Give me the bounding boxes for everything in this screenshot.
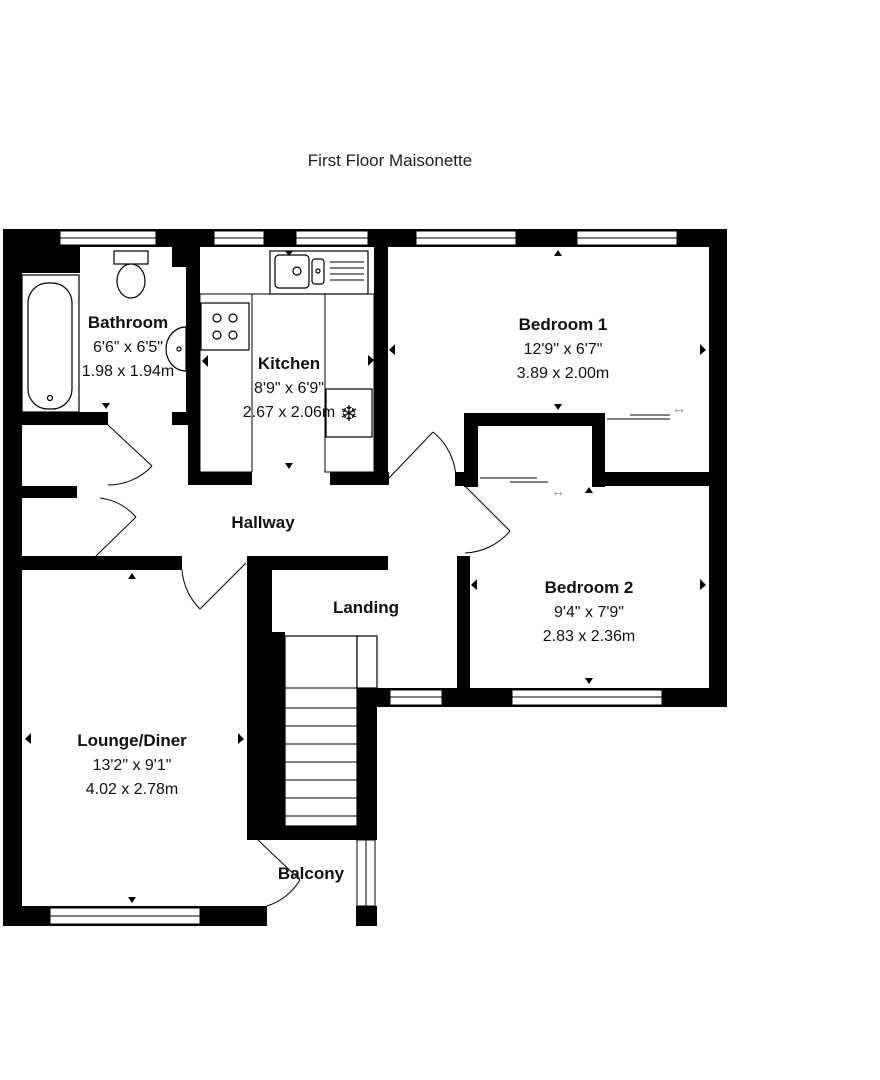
room-hallway: Hallway bbox=[231, 513, 295, 532]
room-name: Kitchen bbox=[258, 354, 320, 373]
svg-text:↔: ↔ bbox=[551, 483, 565, 499]
room-dimensions-metric: 2.67 x 2.06m bbox=[243, 404, 336, 421]
room-bathroom: Bathroom 6'6" x 6'5" 1.98 x 1.94m bbox=[82, 313, 175, 380]
window-icon bbox=[49, 230, 678, 925]
room-dimensions-imperial: 9'4" x 7'9" bbox=[554, 604, 624, 621]
room-dimensions-metric: 1.98 x 1.94m bbox=[82, 363, 175, 380]
basin-icon bbox=[165, 326, 187, 372]
room-kitchen: Kitchen 8'9" x 6'9" 2.67 x 2.06m bbox=[243, 354, 336, 421]
room-name: Bathroom bbox=[88, 313, 168, 332]
room-dimensions-metric: 2.83 x 2.36m bbox=[543, 628, 636, 645]
room-balcony: Balcony bbox=[278, 864, 345, 883]
room-landing: Landing bbox=[333, 598, 399, 617]
plan-title: First Floor Maisonette bbox=[308, 151, 472, 170]
svg-text:↔: ↔ bbox=[672, 400, 686, 416]
room-bedroom-1: Bedroom 1 12'9" x 6'7" 3.89 x 2.00m bbox=[517, 315, 610, 382]
hob-icon bbox=[200, 302, 250, 351]
bath-icon bbox=[21, 274, 80, 413]
room-name: Bedroom 1 bbox=[519, 315, 608, 334]
room-dimensions-imperial: 8'9" x 6'9" bbox=[254, 380, 324, 397]
room-bedroom-2: Bedroom 2 9'4" x 7'9" 2.83 x 2.36m bbox=[543, 578, 636, 645]
fridge-icon: ❄ bbox=[325, 388, 373, 438]
toilet-icon bbox=[113, 250, 149, 299]
dimension-arrow-icon bbox=[25, 250, 706, 903]
sink-icon bbox=[269, 250, 369, 295]
door-swing-icon bbox=[95, 424, 511, 907]
room-dimensions-imperial: 13'2" x 9'1" bbox=[93, 757, 172, 774]
room-name: Bedroom 2 bbox=[545, 578, 634, 597]
stairs-icon bbox=[284, 635, 378, 827]
room-dimensions-imperial: 12'9" x 6'7" bbox=[524, 341, 603, 358]
sliding-door-icon: ↔ ↔ bbox=[480, 400, 686, 499]
room-dimensions-metric: 4.02 x 2.78m bbox=[86, 781, 179, 798]
room-name: Lounge/Diner bbox=[77, 731, 187, 750]
room-dimensions-imperial: 6'6" x 6'5" bbox=[93, 339, 163, 356]
room-dimensions-metric: 3.89 x 2.00m bbox=[517, 365, 610, 382]
room-lounge-diner: Lounge/Diner 13'2" x 9'1" 4.02 x 2.78m bbox=[77, 731, 187, 798]
svg-text:❄: ❄ bbox=[340, 401, 358, 426]
